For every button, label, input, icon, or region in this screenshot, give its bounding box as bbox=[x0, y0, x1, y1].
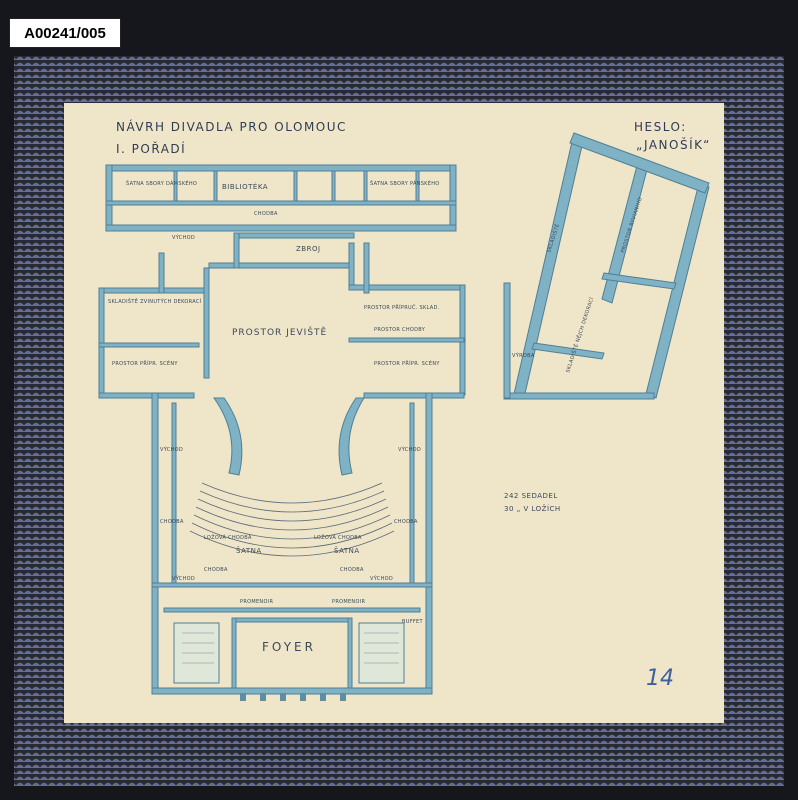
floor-plan-sheet: NÁVRH DIVADLA PRO OLOMOUC I. POŘADÍ HESL… bbox=[64, 103, 724, 723]
label-vyroba: VÝROBA bbox=[512, 352, 535, 359]
label-vychod-top: VÝCHOD bbox=[172, 234, 195, 241]
label-zbroj: ZBROJ bbox=[296, 245, 321, 253]
label-chodba-low-left: CHODBA bbox=[204, 567, 228, 573]
label-pripruc-sklad: PROSTOR PŘÍPRUČ. SKLAD. bbox=[364, 303, 440, 311]
label-prostor-jeviste: PROSTOR JEVIŠTĚ bbox=[232, 326, 327, 338]
auditorium-seating bbox=[189, 482, 395, 557]
label-satna-left: ŠATNA SBORY DÁMSKÉHO bbox=[126, 179, 197, 187]
label-skladiste-left: SKLADIŠTĚ ZVINUTÝCH DEKORACÍ bbox=[108, 297, 202, 305]
label-promenoir-right: PROMENOIR bbox=[332, 599, 365, 605]
label-satna-right: ŠATNA SBORY PÁNSKÉHO bbox=[370, 179, 440, 187]
motto: „JANOŠÍK“ bbox=[636, 137, 711, 152]
foyer-columns bbox=[240, 693, 346, 701]
label-pripr-sceny-left: PROSTOR PŘÍPR. SCÉNY bbox=[112, 359, 178, 367]
seat-count-line1: 242 SEDADEL bbox=[504, 492, 558, 500]
label-chodba-low-right: CHODBA bbox=[340, 567, 364, 573]
label-chodba-top: CHODBA bbox=[254, 211, 278, 217]
label-foyer: FOYER bbox=[262, 640, 316, 654]
label-chodba-left: CHODBA bbox=[160, 519, 184, 525]
label-lozova-chodba-right: LOŽOVÁ CHODBA bbox=[314, 533, 362, 541]
proscenium bbox=[213, 397, 365, 476]
label-promenoir-left: PROMENOIR bbox=[240, 599, 273, 605]
label-biblioteka: BIBLIOTÉKA bbox=[222, 182, 268, 191]
label-vychod-left: VÝCHOD bbox=[160, 446, 183, 453]
label-satna-hall-right: ŠATNA bbox=[334, 546, 360, 555]
seat-count-line2: 30 „ V LOŽÍCH bbox=[504, 504, 561, 513]
label-buffet: BUFFET bbox=[402, 619, 424, 625]
label-vychod-low-left: VÝCHOD bbox=[172, 575, 195, 582]
label-pripr-sceny-right: PROSTOR PŘÍPR. SCÉNY bbox=[374, 359, 440, 367]
label-chodba-right: CHODBA bbox=[394, 519, 418, 525]
page-number: 14 bbox=[646, 666, 674, 691]
label-prostor-chodby: PROSTOR CHODBY bbox=[374, 327, 426, 333]
label-vychod-low-right: VÝCHOD bbox=[370, 575, 393, 582]
motto-label: HESLO: bbox=[634, 120, 687, 134]
sheet-title: NÁVRH DIVADLA PRO OLOMOUC bbox=[116, 119, 347, 134]
sheet-subtitle: I. POŘADÍ bbox=[116, 141, 186, 156]
catalog-id-label: A00241/005 bbox=[9, 18, 121, 48]
label-satna-hall-left: ŠATNA bbox=[236, 546, 262, 555]
right-wing-walls bbox=[503, 132, 710, 400]
label-vychod-right: VÝCHOD bbox=[398, 446, 421, 453]
foyer-stairs bbox=[182, 632, 399, 664]
label-lozova-chodba-left: LOŽOVÁ CHODBA bbox=[204, 533, 252, 541]
